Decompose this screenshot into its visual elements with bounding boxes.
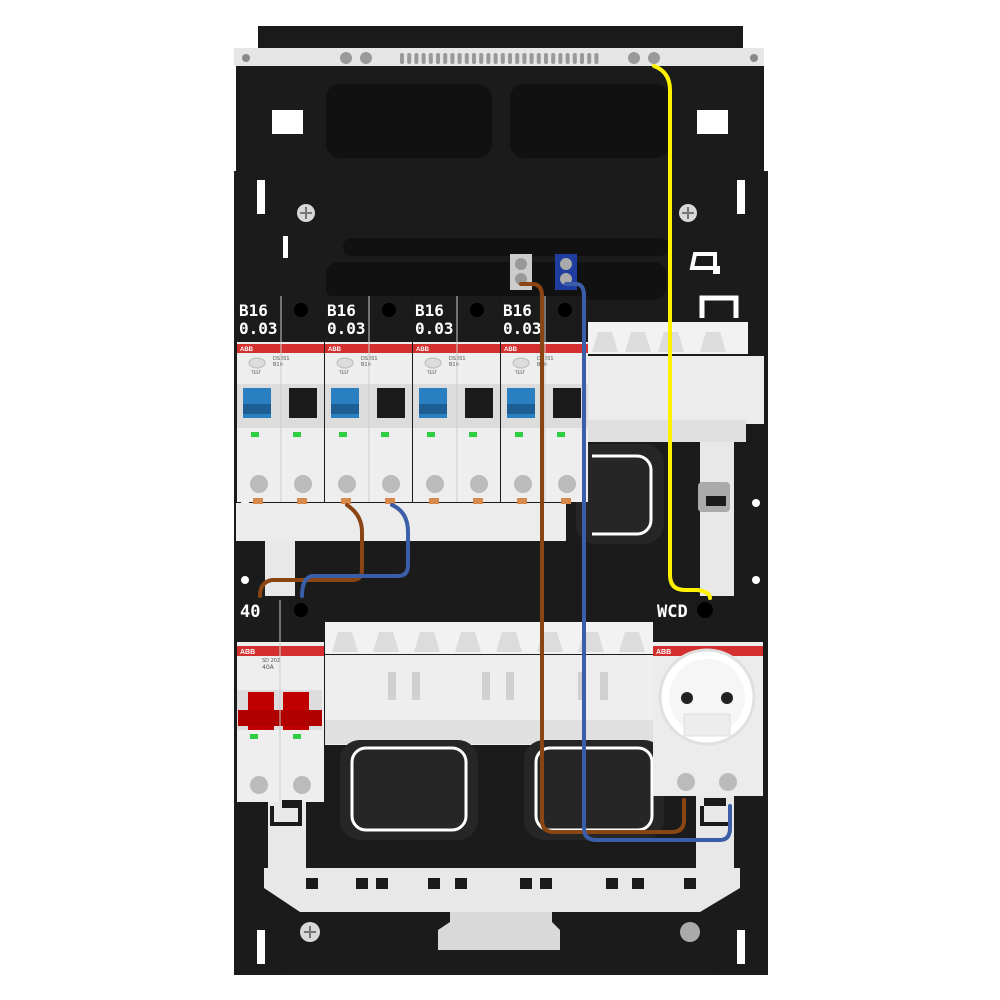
rcbo-sensitivity: 0.03 <box>239 319 278 338</box>
rcbo-rating: B16 <box>503 301 532 320</box>
rcbo-brand: ABB <box>240 347 254 353</box>
test-button[interactable] <box>512 357 530 369</box>
socket-pin-hole-right <box>721 692 733 704</box>
rcbo-sensitivity: 0.03 <box>327 319 366 338</box>
socket-label: WCD <box>657 602 688 622</box>
rcbo-lever-black[interactable] <box>465 388 493 418</box>
test-button[interactable] <box>336 357 354 369</box>
rcbo-lever-black[interactable] <box>289 388 317 418</box>
neutral-wire-main <box>300 503 410 598</box>
earth-wire <box>652 64 712 600</box>
socket-brand: ABB <box>656 649 671 656</box>
rcbo-rating: B16 <box>415 301 444 320</box>
test-label: TEST <box>426 370 438 375</box>
terminal-block-blue <box>555 254 577 290</box>
rcbo-brand: ABB <box>416 347 430 353</box>
main-switch-current: 40A <box>262 664 275 671</box>
main-switch-rating: 40 <box>240 602 260 622</box>
test-label: TEST <box>338 370 350 375</box>
rcbo-lever-black[interactable] <box>377 388 405 418</box>
rcbo-type: B16 <box>273 362 283 368</box>
rcbo-group: B160.03ABBTESTDS201B16B160.03ABBTESTDS20… <box>237 296 588 504</box>
neutral-wire-socket <box>564 282 732 842</box>
test-label: TEST <box>514 370 526 375</box>
test-label: TEST <box>250 370 262 375</box>
mounting-holes <box>241 110 760 964</box>
rcbo-type: B16 <box>449 362 459 368</box>
board-screws <box>297 204 700 942</box>
rcbo-sensitivity: 0.03 <box>415 319 454 338</box>
rcbo-rating: B16 <box>327 301 356 320</box>
cable-openings <box>340 444 664 840</box>
rcbo-brand: ABB <box>328 347 342 353</box>
test-button[interactable] <box>248 357 266 369</box>
test-button[interactable] <box>424 357 442 369</box>
main-switch-model: SD 202 <box>262 658 280 664</box>
rcbo-type: B16 <box>361 362 371 368</box>
vent-grille <box>400 53 599 64</box>
top-cover-strip <box>234 48 764 66</box>
rail-frame <box>236 322 764 950</box>
wiring <box>258 64 732 842</box>
socket-outlet: WCD ABB <box>653 596 763 796</box>
rcbo-sensitivity: 0.03 <box>503 319 542 338</box>
main-switch[interactable]: 40 ABB SD 202 40A <box>237 596 324 802</box>
top-strip-screws <box>242 52 758 64</box>
rcbo-brand: ABB <box>504 347 518 353</box>
rcbo-lever-black[interactable] <box>553 388 581 418</box>
rcbo-rating: B16 <box>239 301 268 320</box>
main-switch-brand: ABB <box>240 649 255 656</box>
phase-wire-socket <box>519 282 686 834</box>
socket-pin-hole-left <box>681 692 693 704</box>
